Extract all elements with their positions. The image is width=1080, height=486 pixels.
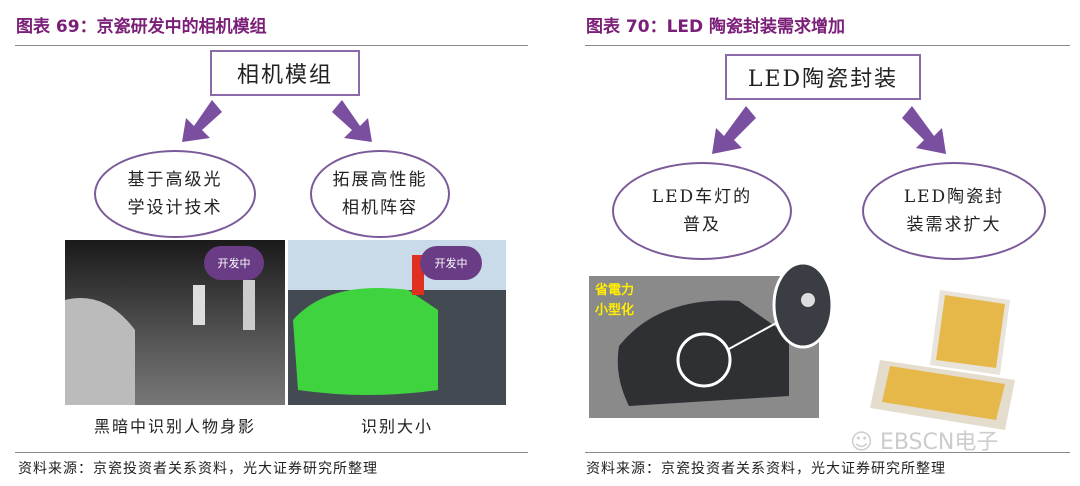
source-note: 资料来源：京瓷投资者关系资料，光大证券研究所整理 [586,461,946,477]
wechat-icon: ☺ [850,430,880,455]
car-label-line: 小型化 [595,303,635,318]
node-text: 普及 [683,215,721,235]
node-text: LED陶瓷封 [903,187,1005,207]
node-led-headlights: LED车灯的普及 [612,162,792,260]
title-rule [585,45,1070,46]
source-rule [15,452,528,453]
node-optical-design: 基于高级光学设计技术 [94,150,256,238]
headlight-zoom-circle [772,261,834,349]
car-label-line: 省電力 [595,283,635,298]
node-text: LED车灯的 [651,187,753,207]
node-text: 拓展高性能 [332,170,428,190]
arrow-down-left-icon [182,100,222,142]
watermark-text: EBSCN电子 [879,430,999,455]
in-development-badge: 开发中 [204,246,264,280]
in-development-badge: 开发中 [420,246,482,280]
ceramic-package-photo [870,290,1015,430]
car-label: 省電力小型化 [595,281,634,321]
figure-70-title: 图表 70：LED 陶瓷封装需求增加 [586,17,846,37]
node-camera-lineup: 拓展高性能相机阵容 [310,150,450,238]
node-text: 学设计技术 [127,198,223,218]
arrows [182,100,372,142]
node-ceramic-demand: LED陶瓷封装需求扩大 [862,162,1046,260]
watermark: ☺ EBSCN电子 [850,424,998,456]
title-rule [15,45,528,46]
source-rule [585,452,1070,453]
arrows [712,106,946,154]
figure-69-title: 图表 69：京瓷研发中的相机模组 [16,17,267,37]
node-text: 相机阵容 [342,198,418,218]
arrow-down-right-icon [332,100,372,142]
caption-night: 黑暗中识别人物身影 [93,417,256,436]
node-text: 装需求扩大 [906,215,1002,235]
caption-size: 识别大小 [360,417,433,436]
car-headlight-photo [589,276,819,418]
source-note: 资料来源：京瓷投资者关系资料，光大证券研究所整理 [18,461,378,477]
led-ceramic-box: LED陶瓷封装 [725,54,921,100]
node-text: 基于高级光 [127,170,223,190]
camera-module-box: 相机模组 [210,50,360,96]
arrow-down-left-icon [712,106,756,154]
arrow-down-right-icon [902,106,946,154]
